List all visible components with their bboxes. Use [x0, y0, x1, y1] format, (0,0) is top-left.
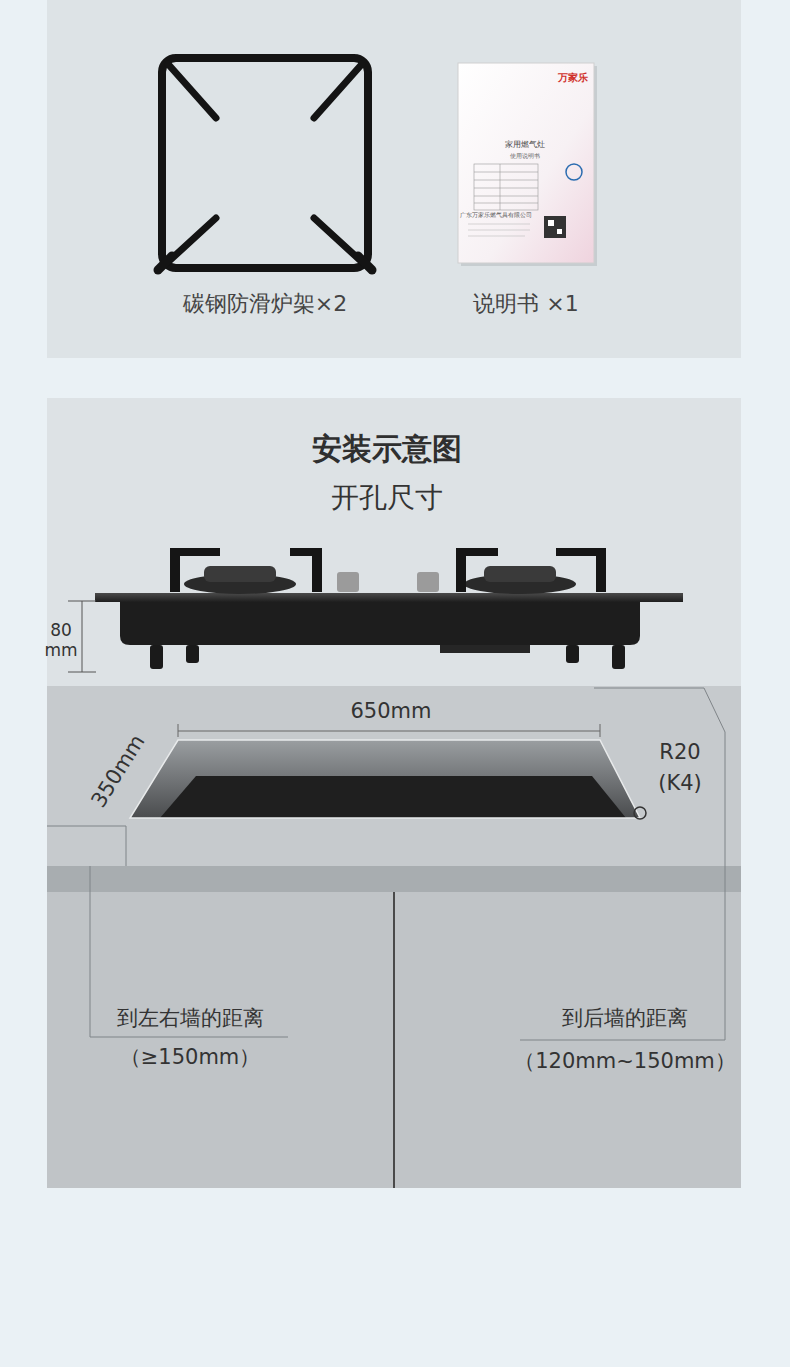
dimension-value: 650mm — [351, 699, 432, 723]
corner-radius: (K4) — [658, 771, 702, 795]
cutout-floor — [160, 776, 626, 818]
clearance-note: 到后墙的距离 — [562, 1006, 688, 1030]
width-dimension — [178, 724, 600, 737]
cooktop-foot — [150, 645, 163, 669]
knob — [337, 572, 359, 592]
cabinet — [47, 892, 741, 1188]
install-panel — [47, 398, 741, 1188]
side-wall-leader — [90, 866, 288, 1037]
manual-line — [468, 236, 525, 237]
burner-cap — [204, 566, 276, 582]
side-edge-guide — [47, 826, 126, 866]
clearance-note: 到左右墙的距离 — [117, 1006, 264, 1030]
manual-table-rule — [474, 172, 538, 173]
pan-support — [290, 548, 322, 592]
manual-fine-print — [468, 224, 530, 236]
dimension-value: 80 — [50, 621, 72, 641]
accessory-panel — [47, 0, 741, 358]
dimension-line — [82, 601, 83, 672]
grate-frame — [162, 58, 368, 268]
cutout-picture — [130, 740, 646, 819]
manual-table-rule — [500, 164, 501, 210]
manual-table-rule — [474, 203, 538, 204]
clearance-value: （120mm~150mm） — [514, 1049, 736, 1073]
cooktop-box — [440, 645, 530, 653]
grate-picture — [158, 58, 372, 270]
burner-cap — [484, 566, 556, 582]
countertop — [47, 686, 741, 866]
back-wall-guide — [594, 688, 725, 1040]
grate-foot — [158, 256, 172, 270]
manual-table-rule — [474, 180, 538, 181]
cooktop-foot — [186, 645, 199, 663]
cooktop-picture — [95, 548, 683, 669]
dimension-tick — [178, 724, 179, 737]
height-dimension — [68, 601, 96, 672]
manual-subtitle: 使用说明书 — [510, 153, 540, 160]
company-name: 广东万家乐燃气具有限公司 — [460, 212, 532, 219]
manual-table-frame — [474, 164, 538, 210]
dimension-tick — [68, 672, 96, 673]
part-name: 碳钢防滑炉架×2 — [183, 291, 347, 316]
pan-support — [556, 548, 606, 592]
dimension-value: 350mm — [86, 730, 149, 811]
dimension-tick — [600, 724, 601, 737]
manual-table — [474, 164, 538, 210]
guide-lines — [47, 688, 725, 1040]
back-wall-leader — [520, 1040, 725, 1041]
grate-foot — [358, 256, 372, 270]
manual-line — [468, 224, 530, 225]
manual-title: 家用燃气灶 — [505, 140, 545, 149]
cooktop-body — [120, 602, 640, 645]
dimension-unit: mm — [44, 641, 77, 661]
brand-name: 万家乐 — [558, 72, 588, 84]
clearance-value: （≥150mm） — [120, 1045, 261, 1069]
pan-support — [170, 548, 220, 592]
pan-support — [456, 548, 498, 592]
manual-cover — [458, 63, 594, 263]
cooktop-foot — [612, 645, 625, 669]
diagram-title: 安装示意图 — [312, 432, 462, 467]
knob — [417, 572, 439, 592]
dimension-tick — [68, 601, 96, 602]
cabinet-divider — [393, 892, 395, 1188]
subtitle: 开孔尺寸 — [331, 482, 443, 514]
manual-qr-dot — [548, 220, 554, 226]
cutout-wall — [130, 740, 640, 818]
cooktop-foot — [566, 645, 579, 663]
counter-edge — [47, 866, 741, 892]
part-name: 说明书 ×1 — [473, 291, 578, 316]
cutout-edge — [130, 740, 640, 818]
manual-qr-dot — [557, 229, 562, 234]
manual-table-rule — [474, 196, 538, 197]
glass-panel — [95, 593, 683, 602]
manual-table-rule — [474, 188, 538, 189]
manual-picture — [458, 63, 597, 266]
manual-cert-mark — [566, 164, 582, 180]
manual-line — [468, 230, 530, 231]
manual-qr — [544, 216, 566, 238]
grate-finger — [314, 64, 362, 118]
corner-radius: R20 — [659, 740, 700, 764]
grate-finger — [168, 64, 216, 118]
corner-radius-mark — [634, 807, 646, 819]
dimension-line — [178, 731, 600, 732]
